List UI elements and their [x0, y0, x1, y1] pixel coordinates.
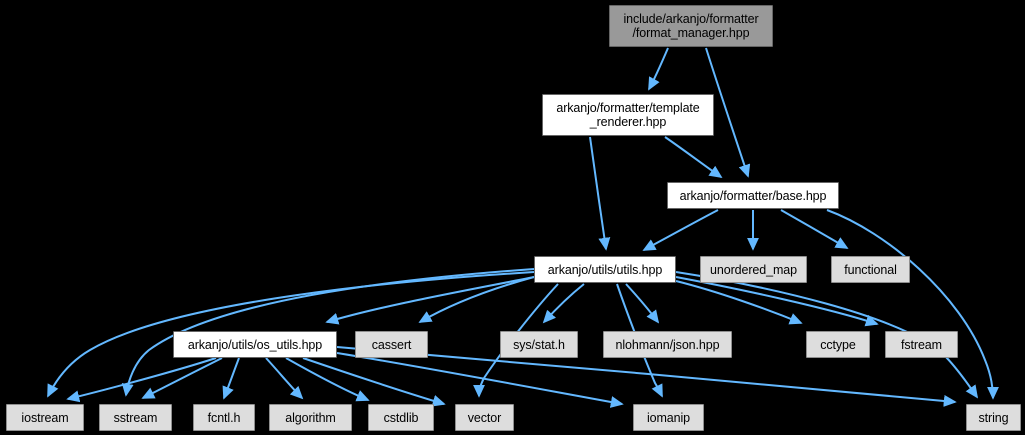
node-label-fcntl: fcntl.h	[207, 410, 241, 425]
node-label-iomanip: iomanip	[646, 410, 691, 425]
graph-node-cctype[interactable]: cctype	[806, 331, 870, 358]
graph-node-sysstat[interactable]: sys/stat.h	[500, 331, 578, 358]
edge-os_utils-to-iostream	[66, 357, 217, 403]
edge-utils-to-os_utils	[325, 276, 535, 325]
edge-format_manager-to-template_renderer	[648, 47, 669, 91]
node-label-iostream: iostream	[21, 410, 69, 425]
node-label-utils: arkanjo/utils/utils.hpp	[547, 262, 663, 277]
graph-node-functional[interactable]: functional	[831, 256, 910, 283]
graph-node-template_renderer[interactable]: arkanjo/formatter/template _renderer.hpp	[542, 94, 714, 136]
edge-utils-to-json	[625, 283, 660, 324]
node-label-sysstat: sys/stat.h	[513, 337, 565, 352]
edge-base-to-utils	[642, 209, 719, 251]
edge-base-to-string	[826, 209, 999, 400]
node-label-algorithm: algorithm	[285, 410, 336, 425]
edge-format_manager-to-base	[705, 47, 751, 178]
node-label-format_manager: include/arkanjo/formatter /format_manage…	[623, 12, 759, 40]
node-label-string: string	[978, 410, 1009, 425]
edge-utils-to-cctype	[675, 280, 803, 325]
graph-node-vector[interactable]: vector	[455, 404, 514, 431]
edge-base-to-functional	[780, 209, 849, 249]
graph-node-fcntl[interactable]: fcntl.h	[193, 404, 255, 431]
node-label-os_utils: arkanjo/utils/os_utils.hpp	[187, 337, 323, 352]
graph-node-algorithm[interactable]: algorithm	[269, 404, 352, 431]
edge-utils-to-cassert	[418, 276, 535, 323]
graph-node-cstdlib[interactable]: cstdlib	[368, 404, 434, 431]
graph-node-cassert[interactable]: cassert	[355, 331, 428, 358]
graph-node-utils[interactable]: arkanjo/utils/utils.hpp	[534, 256, 676, 283]
edge-os_utils-to-fcntl	[222, 357, 240, 400]
edge-os_utils-to-vector	[302, 357, 446, 407]
edge-os_utils-to-sstream	[141, 357, 223, 399]
edge-utils-to-sysstat	[542, 283, 585, 324]
node-label-vector: vector	[467, 410, 502, 425]
graph-node-string[interactable]: string	[966, 404, 1021, 431]
node-label-cctype: cctype	[820, 337, 856, 352]
node-label-cstdlib: cstdlib	[383, 410, 419, 425]
node-label-json: nlohmann/json.hpp	[615, 337, 720, 352]
edge-template_renderer-to-base	[664, 136, 723, 179]
edge-utils-to-fstream	[675, 276, 879, 327]
node-label-unordered_map: unordered_map	[710, 262, 797, 277]
node-label-functional: functional	[844, 262, 897, 277]
edge-utils-to-vector	[473, 283, 559, 398]
graph-node-iostream[interactable]: iostream	[6, 404, 84, 431]
node-label-base: arkanjo/formatter/base.hpp	[679, 188, 827, 203]
edge-os_utils-to-iomanip	[336, 352, 624, 408]
edge-utils-to-iomanip	[616, 283, 663, 398]
node-label-cassert: cassert	[371, 337, 412, 352]
node-label-sstream: sstream	[113, 410, 158, 425]
graph-node-fstream[interactable]: fstream	[885, 331, 958, 358]
edge-template_renderer-to-utils	[589, 136, 611, 251]
graph-node-json[interactable]: nlohmann/json.hpp	[603, 331, 732, 358]
graph-node-os_utils[interactable]: arkanjo/utils/os_utils.hpp	[173, 331, 337, 358]
edge-utils-to-sstream	[121, 268, 535, 397]
graph-node-format_manager[interactable]: include/arkanjo/formatter /format_manage…	[609, 5, 773, 47]
graph-node-sstream[interactable]: sstream	[99, 404, 172, 431]
edge-utils-to-iostream	[47, 271, 535, 398]
edge-os_utils-to-cstdlib	[285, 357, 370, 402]
graph-node-base[interactable]: arkanjo/formatter/base.hpp	[667, 182, 839, 209]
graph-node-iomanip[interactable]: iomanip	[633, 404, 704, 431]
node-label-fstream: fstream	[901, 337, 942, 352]
graph-node-unordered_map[interactable]: unordered_map	[700, 256, 807, 283]
node-label-template_renderer: arkanjo/formatter/template _renderer.hpp	[556, 101, 700, 129]
edge-os_utils-to-algorithm	[265, 357, 304, 400]
